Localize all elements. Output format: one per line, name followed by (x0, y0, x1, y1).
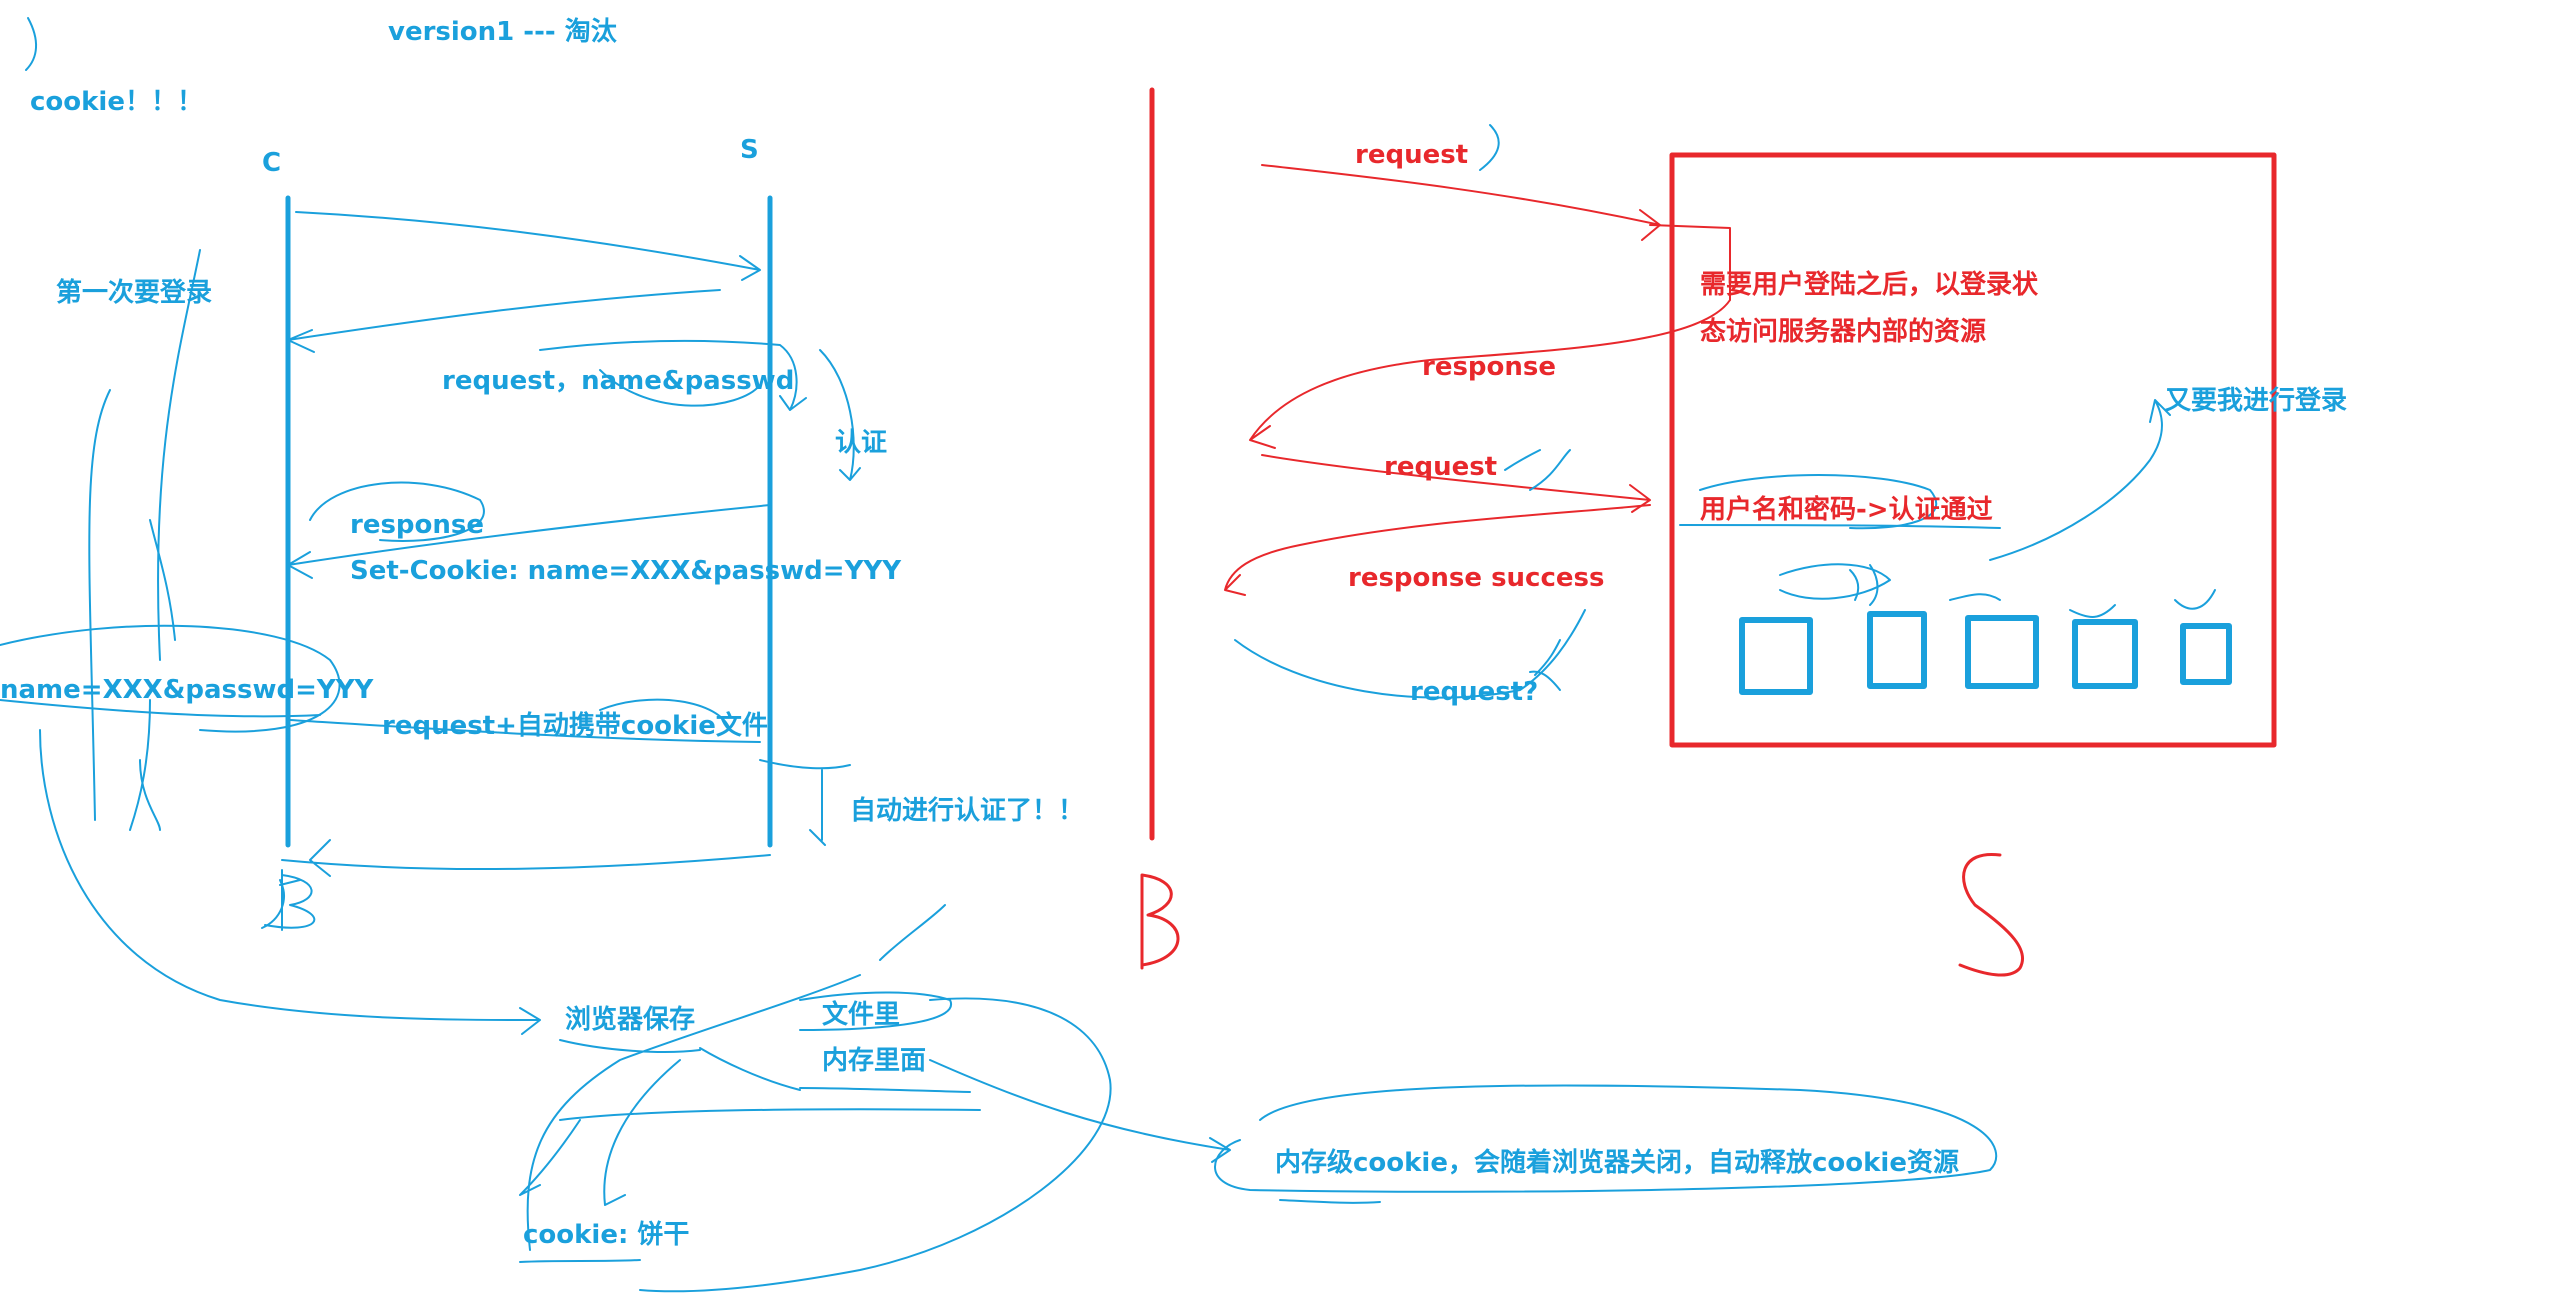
server-label: S (740, 135, 759, 165)
in-memory-label: 内存里面 (822, 1046, 927, 1076)
right-red-arrows (1224, 164, 1731, 596)
stored-cookie-label: name=XXX&passwd=YYY (0, 675, 374, 705)
client-label: C (262, 148, 282, 178)
left-sketch-strokes (0, 17, 1998, 1293)
request-with-cookie-label: request+自动携带cookie文件 (382, 711, 768, 741)
handwritten-B-blue (264, 869, 316, 931)
resource-square-1 (1739, 617, 1813, 695)
cookie-meaning-label: cookie: 饼干 (523, 1220, 690, 1250)
browser-saves-label: 浏览器保存 (565, 1005, 696, 1035)
right-response-success: response success (1348, 563, 1605, 593)
right-request-2: request (1384, 452, 1498, 482)
resource-square-2 (1867, 611, 1927, 689)
auto-auth-label: 自动进行认证了！！ (850, 796, 1085, 826)
need-login-line-2: 态访问服务器内部的资源 (1700, 317, 1987, 347)
user-pass-label: 用户名和密码->认证通过 (1700, 495, 1993, 525)
set-cookie-label: Set-Cookie: name=XXX&passwd=YYY (350, 556, 902, 586)
first-login-label: 第一次要登录 (56, 278, 213, 308)
right-request-3: request? (1410, 677, 1539, 707)
login-again-label: 又要我进行登录 (2165, 386, 2348, 416)
request-login-label: request，name&passwd (442, 366, 795, 396)
cookie-title: cookie！！！ (30, 87, 203, 117)
memory-cookie-label: 内存级cookie，会随着浏览器关闭，自动释放cookie资源 (1275, 1148, 1959, 1178)
resource-square-4 (2072, 619, 2138, 689)
resource-square-5 (2180, 623, 2232, 685)
in-file-label: 文件里 (822, 1000, 901, 1030)
right-request-1: request (1355, 140, 1469, 170)
version-label: version1 --- 淘汰 (388, 17, 617, 47)
response-label: response (350, 510, 485, 540)
need-login-line-1: 需要用户登陆之后，以登录状 (1700, 270, 2039, 300)
server-resource-box (1669, 152, 2277, 748)
handwritten-S (1958, 852, 2025, 977)
right-response-1: response (1422, 352, 1557, 382)
right-blue-strokes (1234, 124, 2216, 699)
auth-label: 认证 (835, 428, 888, 458)
resource-square-3 (1965, 615, 2039, 689)
handwritten-B (1140, 873, 1180, 970)
